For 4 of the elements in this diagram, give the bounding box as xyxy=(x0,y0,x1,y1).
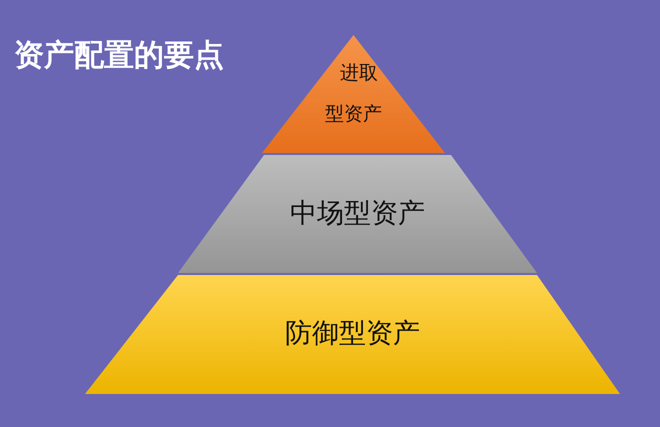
tier-label: 中场型资产 xyxy=(290,197,425,231)
tier-label: 防御型资产 xyxy=(285,317,420,351)
tier-label: 进取型资产 xyxy=(324,61,383,127)
title: 资产配置的要点 xyxy=(14,37,224,75)
